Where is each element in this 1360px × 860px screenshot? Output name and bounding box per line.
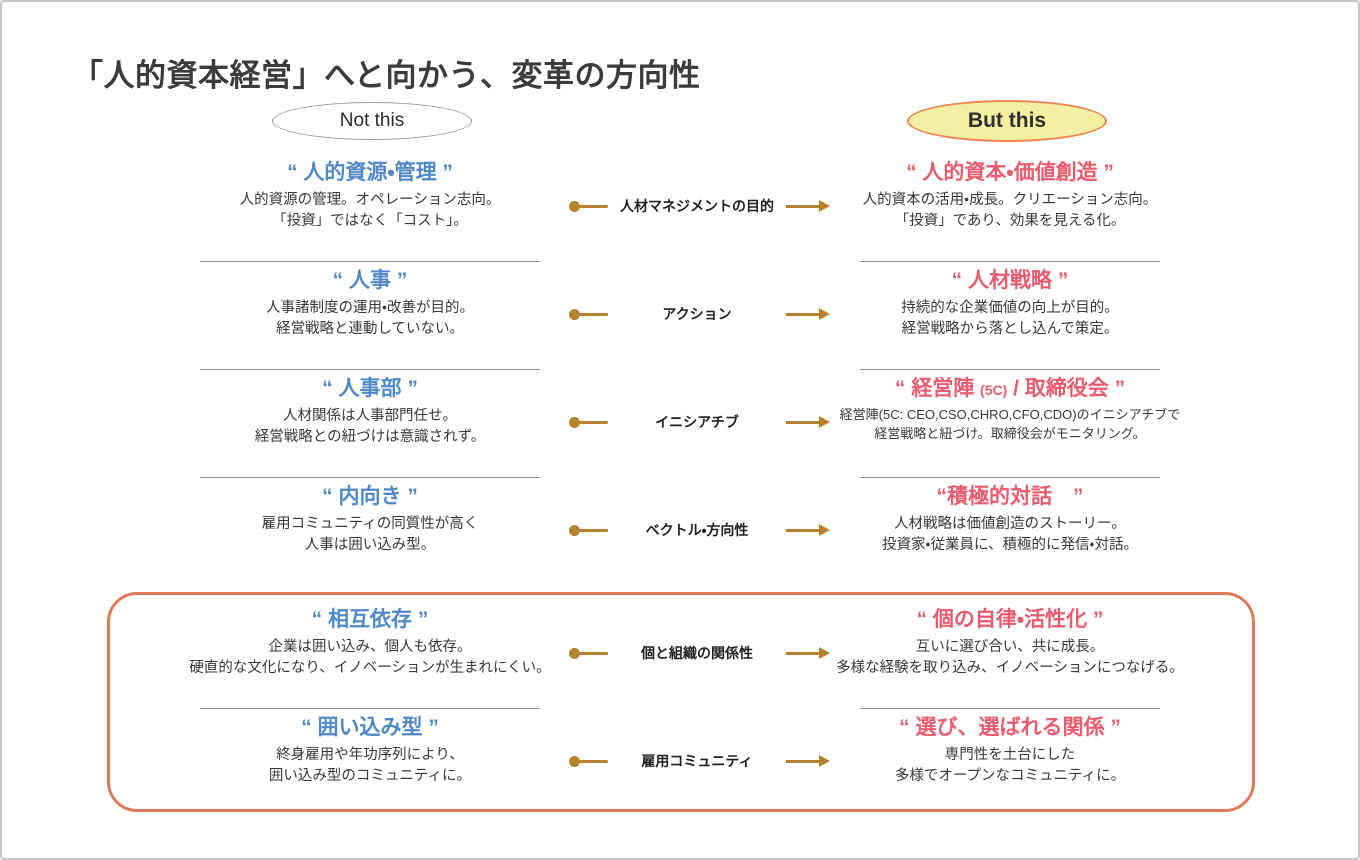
- but-this-item-title: “積極的対話 ”: [936, 485, 1084, 508]
- comparison-row: “ 人事 ” 人事諸制度の運用・改善が目的。 経営戦略と連動していない。 アクシ…: [170, 268, 1358, 376]
- not-this-badge: Not this: [272, 102, 472, 140]
- but-this-item: “ 個の自律・活性化 ” 互いに選び合い、共に成長。 多様な経験を取り込み、イノ…: [800, 607, 1220, 715]
- but-this-item-title: “ 経営陣 (5C) / 取締役会 ”: [800, 376, 1220, 402]
- but-this-item-desc: 互いに選び合い、共に成長。 多様な経験を取り込み、イノベーションにつなげる。: [836, 639, 1184, 677]
- not-this-item: “ 人的資源・管理 ” 人的資源の管理。オペレーション志向。 「投資」ではなく「…: [170, 160, 570, 268]
- comparison-row: “ 内向き ” 雇用コミュニティの同質性が高く 人事は囲い込み型。 ベクトル・方…: [170, 484, 1358, 592]
- connector: 個と組織の関係性: [569, 643, 830, 663]
- not-this-item-desc: 雇用コミュニティの同質性が高く 人事は囲い込み型。: [261, 516, 479, 554]
- divider: [860, 261, 1160, 262]
- dimension-cell: 人材マネジメントの目的: [569, 160, 830, 268]
- dimension-cell: 雇用コミュニティ: [569, 715, 830, 823]
- comparison-row: “ 囲い込み型 ” 終身雇用や年功序列により、 囲い込み型のコミュニティに。 雇…: [170, 715, 1252, 823]
- not-this-item-desc: 人的資源の管理。オペレーション志向。 「投資」ではなく「コスト」。: [239, 192, 501, 230]
- connector-dot-icon: [569, 308, 608, 320]
- comparison-row: “ 人事部 ” 人材関係は人事部門任せ。 経営戦略との紐づけは意識されず。 イニ…: [170, 376, 1358, 484]
- connector-dot-icon: [569, 524, 608, 536]
- connector: 人材マネジメントの目的: [569, 196, 830, 216]
- but-this-item-desc: 持続的な企業価値の向上が目的。 経営戦略から落とし込んで策定。: [901, 300, 1119, 338]
- connector: イニシアチブ: [569, 412, 830, 432]
- divider: [860, 477, 1160, 478]
- dimension-label: 雇用コミュニティ: [641, 753, 753, 769]
- dimension-label: イニシアチブ: [655, 414, 739, 430]
- dimension-cell: ベクトル・方向性: [569, 484, 830, 592]
- arrow-right-icon: [786, 646, 830, 659]
- connector: アクション: [569, 304, 830, 324]
- not-this-item: “ 内向き ” 雇用コミュニティの同質性が高く 人事は囲い込み型。: [170, 484, 570, 592]
- connector-dot-icon: [569, 416, 608, 428]
- not-this-item: “ 人事部 ” 人材関係は人事部門任せ。 経営戦略との紐づけは意識されず。: [170, 376, 570, 484]
- comparison-row: “ 人的資源・管理 ” 人的資源の管理。オペレーション志向。 「投資」ではなく「…: [170, 160, 1358, 268]
- not-this-item-desc: 人材関係は人事部門任せ。 経営戦略との紐づけは意識されず。: [254, 408, 486, 446]
- not-this-item-title: “ 人事 ”: [332, 269, 408, 292]
- dimension-label: ベクトル・方向性: [645, 522, 749, 538]
- but-this-item: “積極的対話 ” 人材戦略は価値創造のストーリー。 投資家・従業員に、積極的に発…: [800, 484, 1220, 592]
- dimension-cell: イニシアチブ: [569, 376, 830, 484]
- dimension-label: 人材マネジメントの目的: [620, 198, 774, 214]
- not-this-item-title: “ 人的資源・管理 ”: [287, 161, 453, 184]
- but-this-item: “ 人材戦略 ” 持続的な企業価値の向上が目的。 経営戦略から落とし込んで策定。: [800, 268, 1220, 376]
- not-this-item: “ 囲い込み型 ” 終身雇用や年功序列により、 囲い込み型のコミュニティに。: [170, 715, 570, 823]
- connector: 雇用コミュニティ: [569, 751, 830, 771]
- not-this-item-title: “ 人事部 ”: [322, 377, 418, 400]
- but-this-item: “ 人的資本・価値創造 ” 人的資本の活用・成長。クリエーション志向。 「投資」…: [800, 160, 1220, 268]
- divider: [200, 477, 540, 478]
- not-this-item-desc: 終身雇用や年功序列により、 囲い込み型のコミュニティに。: [268, 747, 472, 785]
- divider: [860, 708, 1160, 709]
- arrow-right-icon: [786, 307, 830, 320]
- but-this-item-desc: 経営陣(5C: CEO,CSO,CHRO,CFO,CDO)のイニシアチブで 経営…: [839, 407, 1181, 442]
- but-this-badge: But this: [907, 100, 1107, 142]
- connector-dot-icon: [569, 755, 608, 767]
- title-part-small: (5C): [980, 382, 1008, 398]
- highlight-box: “ 相互依存 ” 企業は囲い込み、個人も依存。 硬直的な文化になり、イノベーショ…: [107, 592, 1255, 812]
- not-this-item-title: “ 囲い込み型 ”: [301, 716, 439, 739]
- but-this-item-desc: 人材戦略は価値創造のストーリー。 投資家・従業員に、積極的に発信・対話。: [882, 516, 1138, 554]
- not-this-item-title: “ 内向き ”: [322, 485, 418, 508]
- not-this-badge-label: Not this: [339, 110, 405, 131]
- but-this-item-desc: 人的資本の活用・成長。クリエーション志向。 「投資」であり、効果を見える化。: [862, 192, 1158, 230]
- not-this-item-title: “ 相互依存 ”: [311, 608, 429, 631]
- arrow-right-icon: [786, 415, 830, 428]
- but-this-item: “ 経営陣 (5C) / 取締役会 ” 経営陣(5C: CEO,CSO,CHRO…: [800, 376, 1220, 484]
- dimension-cell: アクション: [569, 268, 830, 376]
- arrow-right-icon: [786, 199, 830, 212]
- divider: [200, 708, 540, 709]
- arrow-right-icon: [786, 523, 830, 536]
- connector-dot-icon: [569, 647, 608, 659]
- not-this-item-desc: 企業は囲い込み、個人も依存。 硬直的な文化になり、イノベーションが生まれにくい。: [189, 639, 551, 677]
- dimension-label: アクション: [662, 306, 732, 322]
- title-part-end: / 取締役会 ”: [1007, 377, 1126, 400]
- not-this-item: “ 人事 ” 人事諸制度の運用・改善が目的。 経営戦略と連動していない。: [170, 268, 570, 376]
- dimension-cell: 個と組織の関係性: [569, 607, 830, 715]
- title-part-main: “ 経営陣: [894, 377, 981, 400]
- but-this-item-title: “ 選び、選ばれる関係 ”: [899, 716, 1121, 739]
- page-title: 「人的資本経営」へと向かう、変革の方向性: [72, 58, 701, 93]
- divider: [200, 369, 540, 370]
- but-this-item-title: “ 個の自律・活性化 ”: [916, 608, 1104, 631]
- but-this-badge-label: But this: [967, 109, 1047, 132]
- but-this-item-title: “ 人的資本・価値創造 ”: [906, 161, 1114, 184]
- but-this-item: “ 選び、選ばれる関係 ” 専門性を土台にした 多様でオープンなコミュニティに。: [800, 715, 1220, 823]
- connector: ベクトル・方向性: [569, 520, 830, 540]
- connector-dot-icon: [569, 200, 608, 212]
- not-this-item-desc: 人事諸制度の運用・改善が目的。 経営戦略と連動していない。: [266, 300, 474, 338]
- arrow-right-icon: [786, 754, 830, 767]
- divider: [200, 261, 540, 262]
- but-this-item-title: “ 人材戦略 ”: [951, 269, 1069, 292]
- not-this-item: “ 相互依存 ” 企業は囲い込み、個人も依存。 硬直的な文化になり、イノベーショ…: [170, 607, 570, 715]
- comparison-rows: “ 人的資源・管理 ” 人的資源の管理。オペレーション志向。 「投資」ではなく「…: [2, 160, 1358, 812]
- comparison-row: “ 相互依存 ” 企業は囲い込み、個人も依存。 硬直的な文化になり、イノベーショ…: [170, 607, 1252, 715]
- dimension-label: 個と組織の関係性: [641, 645, 753, 661]
- but-this-item-desc: 専門性を土台にした 多様でオープンなコミュニティに。: [894, 747, 1126, 785]
- divider: [860, 369, 1160, 370]
